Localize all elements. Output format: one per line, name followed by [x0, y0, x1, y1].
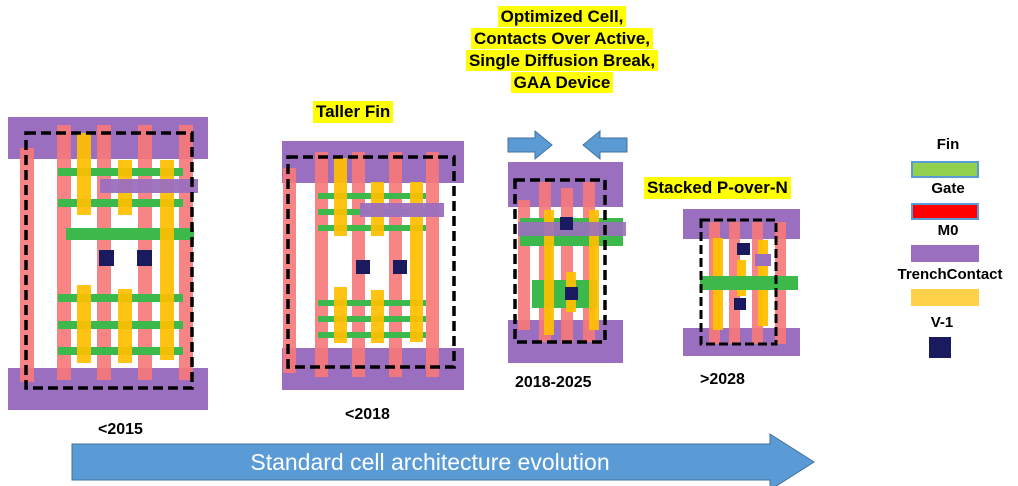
v1-via — [356, 260, 370, 274]
legend-v1-swatch — [929, 337, 951, 358]
cell-2015 — [8, 117, 208, 410]
m0-segment — [755, 254, 771, 266]
legend-v1-label: V-1 — [930, 314, 954, 331]
arrow-right-icon — [507, 129, 553, 161]
evolution-arrow-icon — [71, 433, 815, 486]
gate-line — [561, 188, 573, 343]
legend-gate-label: Gate — [931, 180, 965, 197]
arrow-left-icon — [582, 129, 628, 161]
cell-2028 — [683, 209, 800, 356]
legend-trench-contact-label: TrenchContact — [897, 266, 1003, 283]
legend-m0-label: M0 — [937, 222, 959, 239]
legend-fin-swatch — [911, 161, 979, 178]
fin — [66, 228, 194, 240]
header-line-2: Contacts Over Active, — [470, 28, 654, 49]
header-line-4: GAA Device — [510, 72, 614, 93]
m0-segment — [360, 203, 444, 217]
cell-boundary — [286, 155, 456, 369]
v1-via — [393, 260, 407, 274]
legend-m0-swatch — [911, 245, 979, 262]
gate-line — [57, 125, 71, 380]
cell-boundary — [699, 218, 778, 346]
trench-contact — [118, 289, 132, 363]
year-cell4: >2028 — [700, 371, 745, 388]
m0-segment — [100, 179, 198, 193]
gate-line — [426, 152, 439, 377]
legend-gate-swatch — [911, 203, 979, 220]
legend-trench-contact-swatch — [911, 289, 979, 306]
header-line-1: Optimized Cell, — [497, 6, 627, 27]
cell-2018 — [282, 141, 464, 390]
trench-contact — [371, 290, 384, 343]
v1-via — [99, 250, 114, 266]
fin — [700, 276, 798, 290]
trench-contact — [589, 210, 599, 330]
legend-fin-label: Fin — [936, 136, 960, 153]
trench-contact — [77, 133, 91, 215]
v1-via — [565, 287, 578, 300]
trench-contact — [544, 210, 554, 335]
cell-boundary — [24, 131, 194, 390]
header-highlight-block: Optimized Cell, Contacts Over Active, Si… — [418, 6, 706, 94]
trench-contact — [334, 287, 347, 343]
trench-contact — [160, 160, 174, 360]
year-cell2: <2018 — [345, 406, 390, 423]
trench-contact — [77, 285, 91, 363]
year-cell3: 2018-2025 — [515, 374, 592, 391]
label-stacked: Stacked P-over-N — [644, 177, 791, 199]
v1-via — [560, 217, 573, 230]
gate-line — [315, 152, 328, 377]
v1-via — [734, 298, 746, 310]
cell-boundary — [513, 178, 607, 344]
year-cell1: <2015 — [98, 421, 143, 438]
fin — [532, 280, 597, 308]
evolution-arrow-label: Standard cell architecture evolution — [250, 449, 610, 475]
v1-via — [137, 250, 152, 266]
trench-contact — [410, 182, 423, 342]
header-line-3: Single Diffusion Break, — [465, 50, 659, 71]
cell-2018-2025 — [507, 129, 628, 363]
label-taller-fin: Taller Fin — [313, 101, 394, 123]
trench-contact — [334, 158, 347, 236]
v1-via — [737, 243, 750, 255]
